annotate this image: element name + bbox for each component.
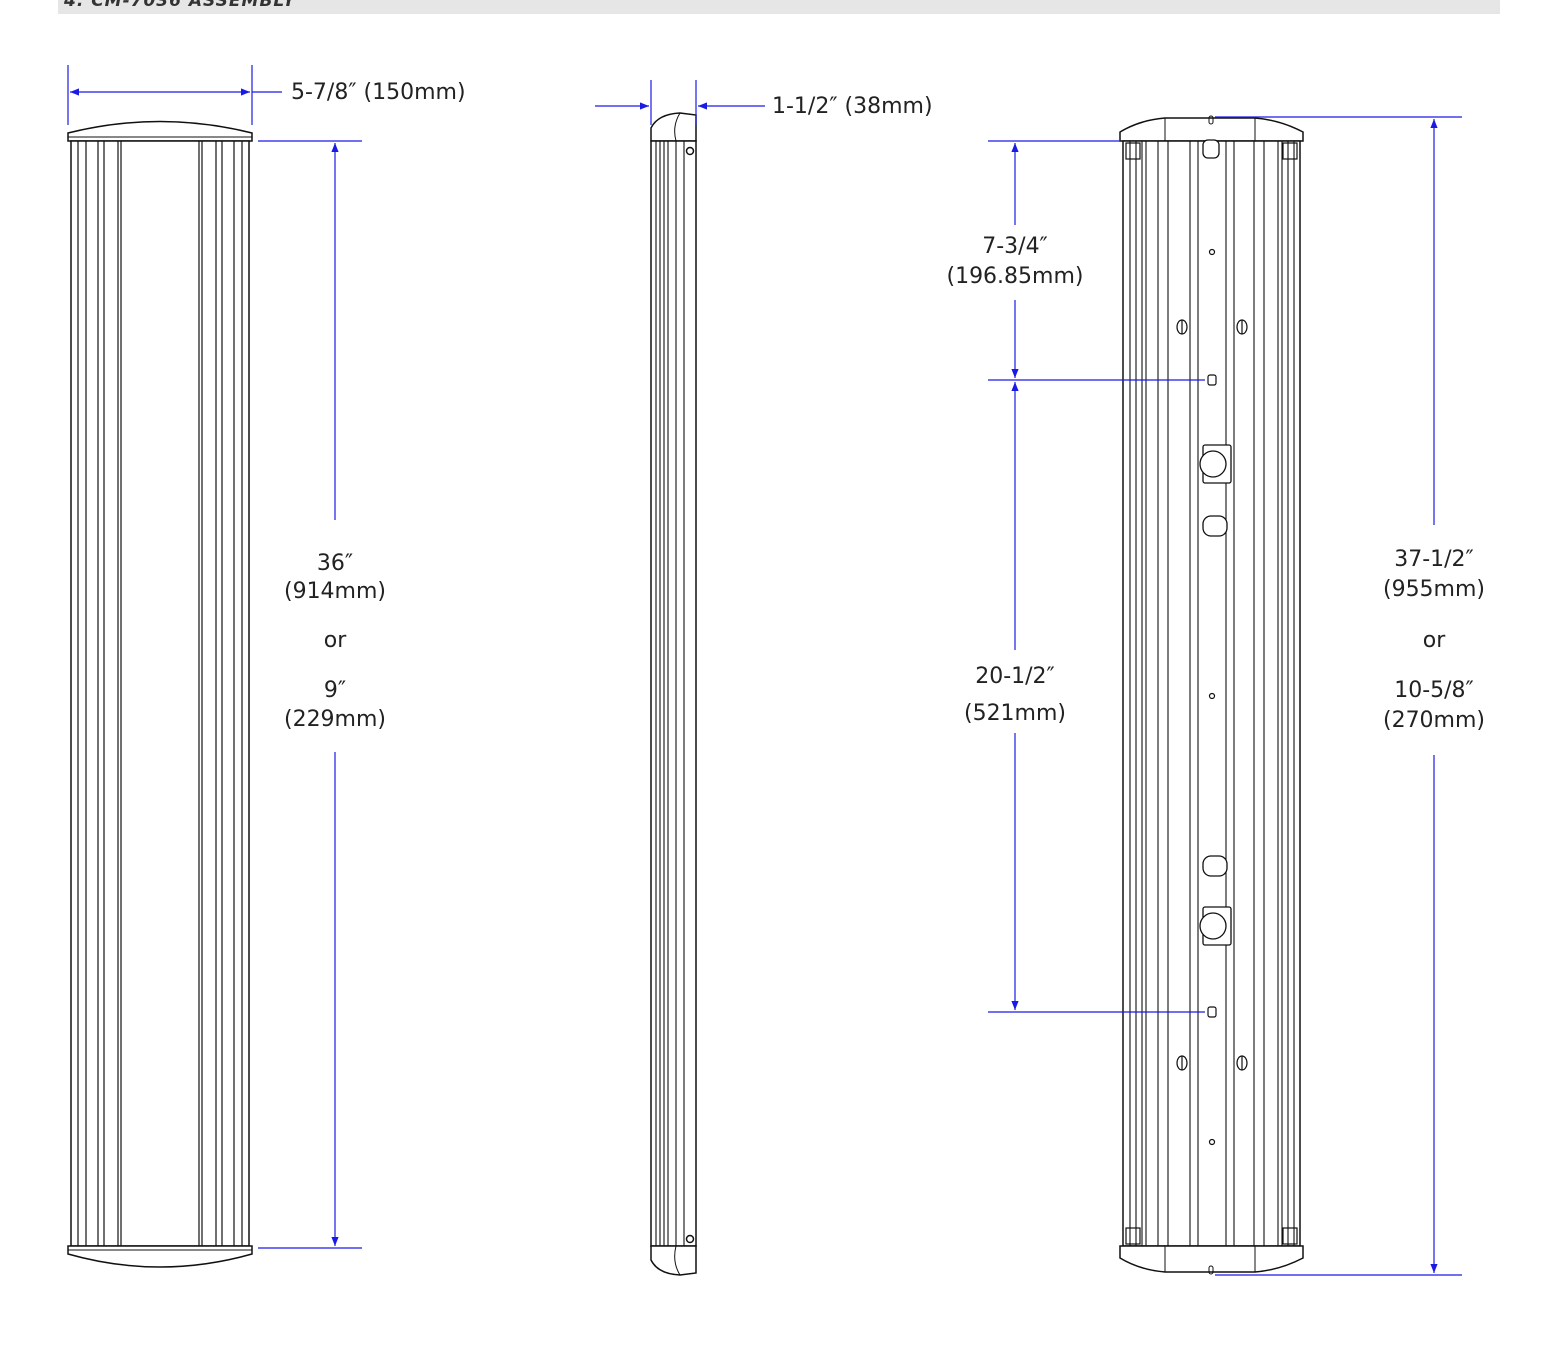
rear-top-cap [1119,117,1304,142]
front-alt-height-label-mm: (229mm) [284,707,386,732]
rear-mount-spacing-label-mm: (521mm) [964,701,1066,726]
rear-top-spacing-label-inches: 7-3/4″ [982,234,1048,259]
front-width-label: 5-7/8″ (150mm) [291,80,466,105]
side-screw-top [685,146,695,156]
rear-keyhole-slots [1199,139,1232,946]
rear-mounting-holes [1207,248,1217,1146]
rear-dimensions [988,116,1462,1276]
rear-overall-label-or: or [1423,628,1446,653]
side-body [650,140,697,1247]
rear-corner-brackets [1125,142,1298,1245]
front-view [67,120,253,1268]
front-dimensions [67,65,362,1249]
section-title: 4. CM-7036 ASSEMBLY [64,0,296,11]
side-depth-label: 1-1/2″ (38mm) [772,94,933,119]
side-view [650,112,697,1276]
front-body [70,140,250,1247]
rear-overall-label-inches: 37-1/2″ [1394,547,1474,572]
front-height-label-or: or [324,628,347,653]
front-top-cap [67,120,253,142]
front-alt-height-label-inches: 9″ [324,678,346,703]
front-rails [77,141,243,1246]
rear-mount-spacing-label-inches: 20-1/2″ [975,664,1055,689]
front-height-label-mm: (914mm) [284,579,386,604]
rear-alt-overall-label-mm: (270mm) [1383,708,1485,733]
side-top-cap [650,112,697,142]
section-header-bar: 4. CM-7036 ASSEMBLY [58,0,1500,14]
side-bottom-cap [650,1245,697,1276]
side-screw-bottom [685,1234,695,1244]
front-bottom-cap [67,1245,253,1268]
side-dimensions [595,80,765,125]
rear-alt-overall-label-inches: 10-5/8″ [1394,678,1474,703]
rear-overall-label-mm: (955mm) [1383,577,1485,602]
rear-rails [1129,141,1295,1246]
rear-top-spacing-label-mm: (196.85mm) [946,264,1083,289]
rear-view [1119,115,1304,1275]
rear-bottom-cap [1119,1245,1304,1273]
rear-screws [1176,319,1248,1071]
front-height-label-inches: 36″ [317,551,353,576]
